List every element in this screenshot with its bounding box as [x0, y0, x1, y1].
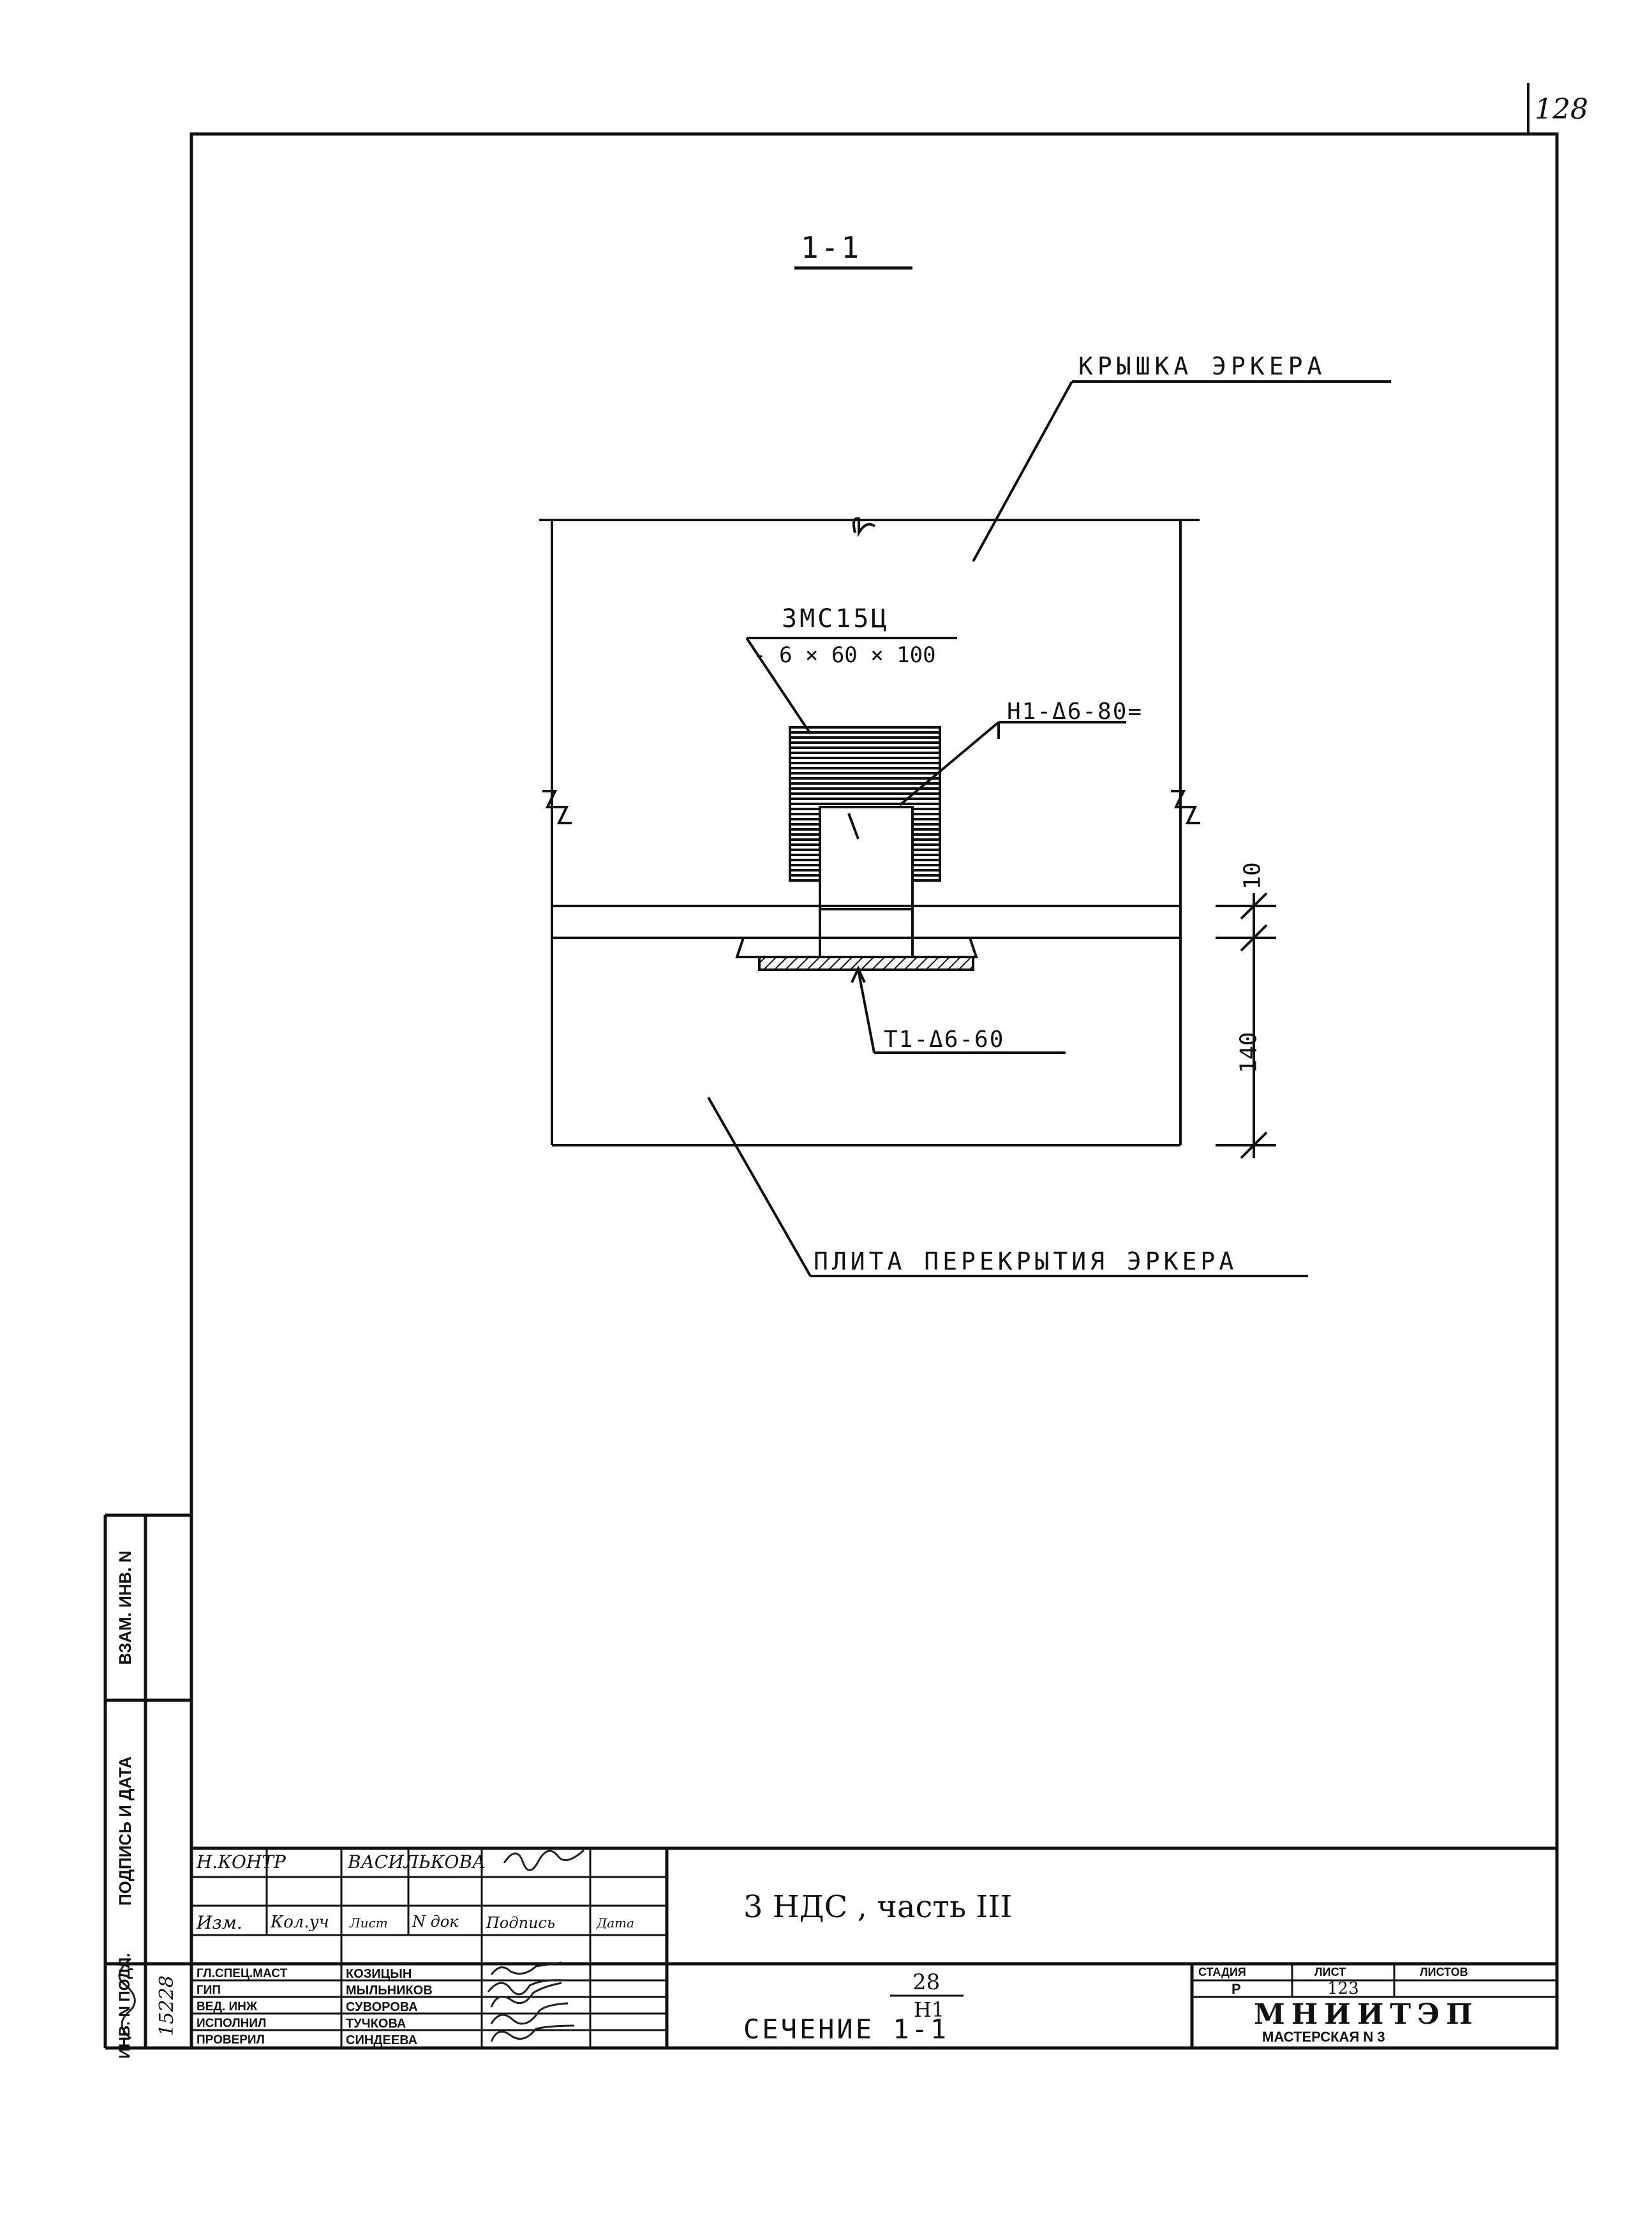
stage-value: Р — [1232, 1981, 1241, 1997]
role-2: ВЕД. ИНЖ — [197, 2000, 258, 2014]
signature-mylnikov — [487, 1979, 565, 1996]
norm-control-name: ВАСИЛЬКОВА — [348, 1851, 486, 1873]
label-floor-slab: ПЛИТА ПЕРЕКРЫТИЯ ЭРКЕРА — [814, 1247, 1238, 1275]
role-0: ГЛ.СПЕЦ.МАСТ — [197, 1967, 288, 1980]
signature-norm-control — [503, 1849, 584, 1871]
role-4: ПРОВЕРИЛ — [197, 2033, 265, 2047]
embedded-plate — [789, 726, 941, 910]
header-podpis: Подпись — [486, 1914, 556, 1932]
side-stamp-grid — [103, 1513, 191, 2050]
dimension-chain — [1216, 892, 1276, 1159]
label-roof-cap: КРЫШКА ЭРКЕРА — [1078, 352, 1327, 380]
role-1: ГИП — [197, 1984, 221, 1997]
roof-cap-leader — [972, 380, 1391, 562]
name-0: КОЗИЦЫН — [346, 1967, 412, 1981]
bottom-plate — [758, 956, 974, 971]
name-3: ТУЧКОВА — [346, 2017, 406, 2031]
dimension-10: 10 — [1239, 862, 1266, 890]
dimension-140: 140 — [1235, 1032, 1262, 1074]
signature-suvorova — [490, 1982, 562, 2008]
sheet-label: ЛИСТ — [1314, 1966, 1346, 1978]
org-sub: МАСТЕРСКАЯ N 3 — [1262, 2029, 1385, 2045]
signature-tuchkova — [490, 2002, 569, 2025]
signatures — [118, 1849, 584, 2042]
weld-lower-callout — [851, 965, 1066, 1054]
side-stamp-vzam-inv: ВЗАМ. ИНВ. N — [115, 1550, 135, 1665]
signature-sindeeva — [490, 2024, 575, 2042]
norm-control-label: Н.КОНТР — [197, 1851, 286, 1873]
header-data: Дата — [597, 1915, 635, 1931]
side-stamp-inv-podl: ИНВ. N ПОДЛ. — [116, 1953, 133, 2059]
code-numerator: 28 — [912, 1970, 941, 1995]
sheet-corner-number: 128 — [1535, 93, 1588, 126]
floor-slab — [551, 905, 1182, 1146]
header-kol-uch: Кол.уч — [271, 1913, 329, 1932]
weld-plate-mark: 3МС15Ц — [782, 604, 889, 634]
weld-lower-label: Т1-Δ6-60 — [884, 1027, 1005, 1053]
header-izm: Изм. — [197, 1912, 242, 1933]
stage-label: СТАДИЯ — [1198, 1966, 1246, 1978]
roof-cap-section — [539, 517, 1200, 906]
sheet-title: СЕЧЕНИЕ 1-1 — [743, 2014, 949, 2045]
sheet-frame — [190, 132, 1559, 2050]
header-list: Лист — [350, 1915, 388, 1931]
weld-upper-label: Н1-Δ6-80= — [1007, 699, 1143, 725]
weld-upper-callout — [847, 721, 1126, 840]
code-denominator: Н1 — [914, 1998, 945, 2022]
weld-plate-size: - 6 × 60 × 100 — [753, 642, 936, 668]
role-3: ИСПОЛНИЛ — [197, 2017, 267, 2030]
signature-inv — [118, 1957, 136, 2040]
title-block-grid — [191, 1846, 1557, 2048]
header-n-dok: N док — [412, 1913, 459, 1931]
name-4: СИНДЕЕВА — [346, 2033, 418, 2047]
name-1: МЫЛЬНИКОВ — [346, 1984, 433, 1998]
plate-callout — [745, 637, 957, 735]
title-block-rows — [191, 1848, 1557, 2048]
slab-leader — [707, 1097, 1308, 1277]
project-title: 3 НДС , часть III — [743, 1889, 1013, 1925]
name-2: СУВОРОВА — [346, 2000, 418, 2014]
side-stamp-podpis-data: ПОДПИСЬ И ДАТА — [115, 1756, 135, 1906]
sheet-value: 123 — [1327, 1979, 1359, 1998]
section-mark: 1-1 — [801, 230, 862, 265]
side-stamp-inv-number: 15228 — [156, 1975, 178, 2036]
signature-kozitsyn — [490, 1961, 562, 1975]
sheets-label: ЛИСТОВ — [1420, 1966, 1468, 1978]
org-name: МНИИТЭП — [1254, 1998, 1479, 2031]
